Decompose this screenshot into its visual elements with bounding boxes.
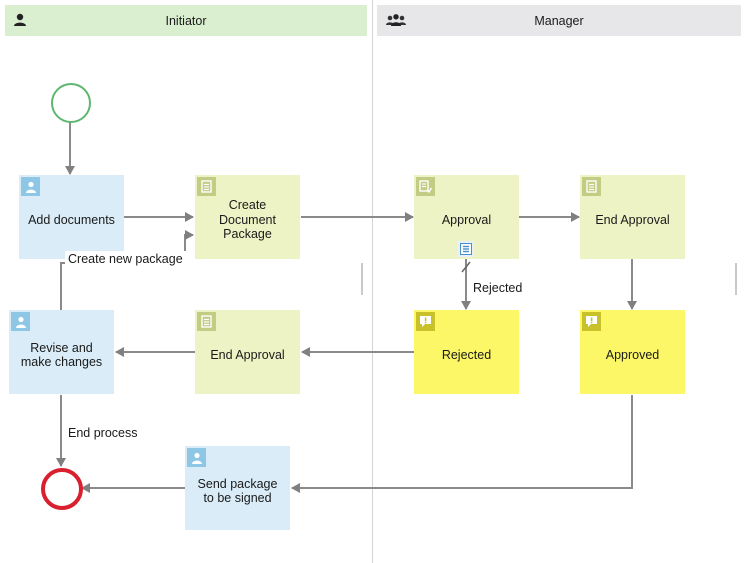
task-end-approval-manager[interactable]: End Approval	[580, 175, 685, 259]
edge-label-create-new-package: Create new package	[65, 251, 186, 267]
end-event[interactable]	[41, 468, 83, 510]
task-revise-and-make-changes[interactable]: Revise and make changes	[9, 310, 114, 394]
task-send-package-to-be-signed[interactable]: Send package to be signed	[185, 446, 290, 530]
user-task-icon	[11, 312, 30, 331]
task-label: Add documents	[28, 212, 115, 227]
task-create-document-package[interactable]: Create Document Package	[195, 175, 300, 259]
lane-divider	[372, 0, 373, 563]
start-event[interactable]	[51, 83, 91, 123]
person-icon	[13, 13, 27, 29]
alert-icon	[416, 312, 435, 331]
lane-resize-handle[interactable]	[735, 263, 737, 295]
task-label: End Approval	[210, 347, 285, 362]
lane-header-manager: Manager	[377, 5, 741, 36]
lane-title-manager: Manager	[534, 13, 584, 28]
user-task-icon	[21, 177, 40, 196]
document-icon	[197, 312, 216, 331]
task-label: Revise and make changes	[20, 340, 103, 370]
user-task-icon	[187, 448, 206, 467]
lane-resize-handle[interactable]	[361, 263, 363, 295]
edge-label-end-process: End process	[65, 425, 141, 441]
task-label: Send package to be signed	[197, 476, 278, 506]
multi-instance-icon	[458, 241, 474, 257]
group-icon	[385, 13, 407, 29]
lane-header-initiator: Initiator	[5, 5, 367, 36]
lane-title-initiator: Initiator	[165, 13, 207, 28]
approval-icon	[416, 177, 435, 196]
notification-approved[interactable]: Approved	[580, 310, 685, 394]
alert-icon	[582, 312, 601, 331]
task-label: End Approval	[595, 212, 670, 227]
task-end-approval-initiator[interactable]: End Approval	[195, 310, 300, 394]
task-label: Approval	[441, 212, 492, 227]
task-add-documents[interactable]: Add documents	[19, 175, 124, 259]
edge-approved-to-send	[291, 395, 633, 493]
document-icon	[197, 177, 216, 196]
task-label: Rejected	[441, 347, 492, 362]
document-icon	[582, 177, 601, 196]
edge-label-rejected: Rejected	[470, 280, 526, 296]
reject-condition-tick	[461, 261, 471, 273]
notification-rejected[interactable]: Rejected	[414, 310, 519, 394]
task-label: Approved	[605, 347, 660, 362]
task-label: Create Document Package	[219, 198, 276, 242]
